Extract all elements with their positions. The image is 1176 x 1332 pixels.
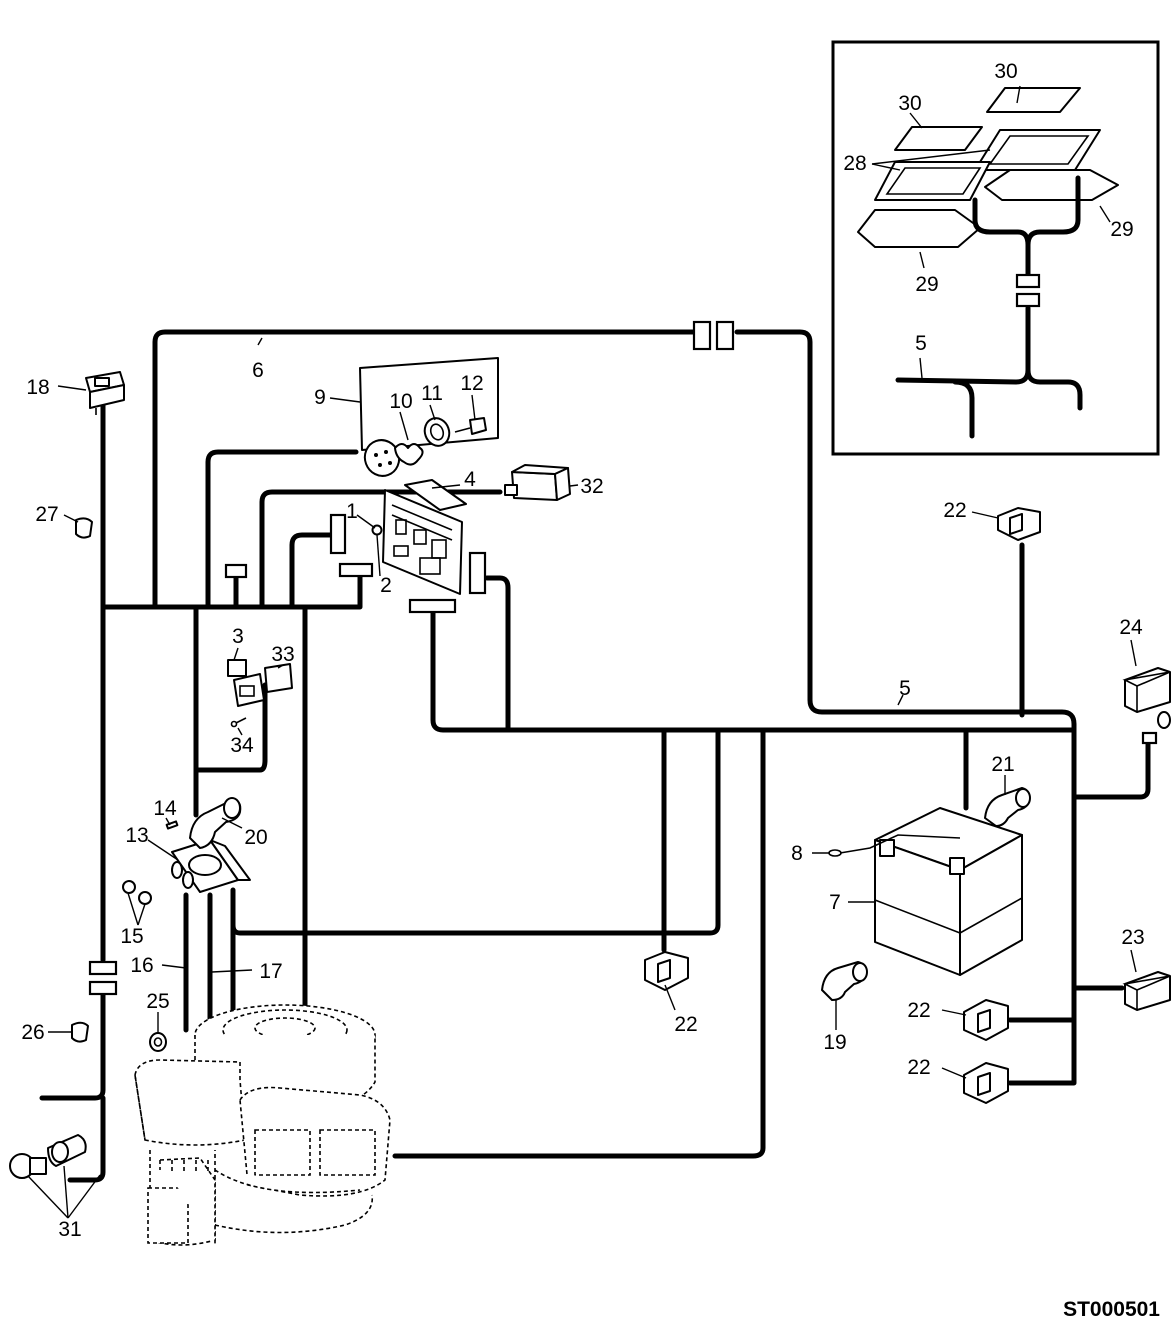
label-4 [404,479,467,511]
callout-12: 12 [460,372,483,395]
connector-22-lower-b [963,1062,1009,1104]
callout-17: 17 [259,960,282,983]
callout-11: 11 [421,382,443,405]
callout-27: 27 [35,503,58,526]
callout-8: 8 [791,842,803,865]
callout-29-left: 29 [915,273,938,296]
callout-1: 1 [346,500,358,523]
callout-14: 14 [153,797,177,820]
clip-27 [75,517,93,539]
relay-cluster [227,659,293,728]
inset-harness [895,175,1083,439]
callout-30-left: 30 [898,92,921,115]
callout-22-lower-b: 22 [907,1056,930,1079]
callout-22-lower-a: 22 [907,999,930,1022]
inset-frame [831,40,1160,456]
bezel-28-left-inner [885,167,982,195]
callout-31: 31 [58,1218,81,1241]
inset-detail [831,40,1160,456]
callout-10: 10 [389,390,412,413]
part-3 [227,659,247,677]
circuit-board-29-right [984,169,1119,201]
callout-9: 9 [314,386,326,409]
callouts: 1 2 3 4 5 6 7 8 9 10 11 12 13 14 15 16 1… [21,60,1144,1241]
components [9,357,1171,1246]
callout-21: 21 [991,753,1014,776]
connector-main-lower [88,980,118,996]
terminal-boot-20 [189,797,242,849]
callout-20: 20 [244,826,267,849]
callout-26: 26 [21,1021,44,1044]
circuit-board-29-left [857,209,981,248]
callout-2: 2 [380,574,392,597]
pin-34 [235,717,247,724]
battery-7 [828,807,1023,976]
clip-26 [71,1021,89,1043]
callout-25: 25 [146,990,169,1013]
key-switch-group-9 [359,357,499,477]
callout-30-top: 30 [994,60,1017,83]
connector-stub-d [468,551,487,595]
rocker-switch-18 [85,371,125,415]
callout-32: 32 [580,475,603,498]
inset-connector-lower [1015,292,1041,308]
bezel-28-right-inner [988,135,1090,165]
callout-18: 18 [26,376,49,399]
callout-5-main: 5 [899,677,911,700]
callout-29-right: 29 [1110,218,1133,241]
connector-22-lower-a [963,999,1009,1041]
terminal-boot-19 [821,961,868,1001]
callout-34: 34 [230,734,254,757]
module-1 [371,479,467,595]
connector-22-middle [644,951,689,991]
nut-15-a [122,880,136,894]
terminal-boot-21 [984,787,1031,827]
callout-16: 16 [130,954,153,977]
callout-23: 23 [1121,926,1144,949]
callout-6: 6 [252,359,264,382]
screw-14 [165,820,179,830]
connector-stub-a [224,563,248,579]
callout-5-inset: 5 [915,332,927,355]
relay-24 [1122,667,1171,729]
leader-lines [27,337,1137,1219]
nut-25 [149,1032,167,1052]
callout-13: 13 [125,824,148,847]
callout-7: 7 [829,891,841,914]
callout-4: 4 [464,468,476,491]
decal-30-left [894,126,983,151]
connector-stub-e [408,598,457,614]
callout-19: 19 [823,1031,846,1054]
main-harness [39,320,1158,1183]
connector-6-right [715,320,735,351]
relay-32 [504,464,571,501]
starter-solenoid-13 [122,820,251,905]
callout-24: 24 [1119,616,1143,639]
vent-tube-8 [839,834,961,854]
callout-28: 28 [843,152,866,175]
connector-6-left [692,320,712,351]
engine-phantom [134,1004,391,1246]
relay-23 [1122,971,1171,1011]
drawing-code: ST000501 [1063,1298,1160,1321]
connector-main-upper [88,960,118,976]
connector-stub-b [338,562,374,578]
decal-30-right [986,87,1081,113]
callout-33: 33 [271,643,294,666]
connector-22-top [997,507,1041,541]
callout-22-middle: 22 [674,1013,697,1036]
bezel-28-left [874,161,991,201]
inset-connector-upper [1015,273,1041,289]
callout-22-top: 22 [943,499,966,522]
callout-15: 15 [120,925,143,948]
connector-24-plug [1141,731,1158,745]
bulb-31 [9,1134,87,1179]
nut-15-b [138,891,152,905]
callout-3: 3 [232,625,244,648]
connector-stub-c [329,513,347,555]
